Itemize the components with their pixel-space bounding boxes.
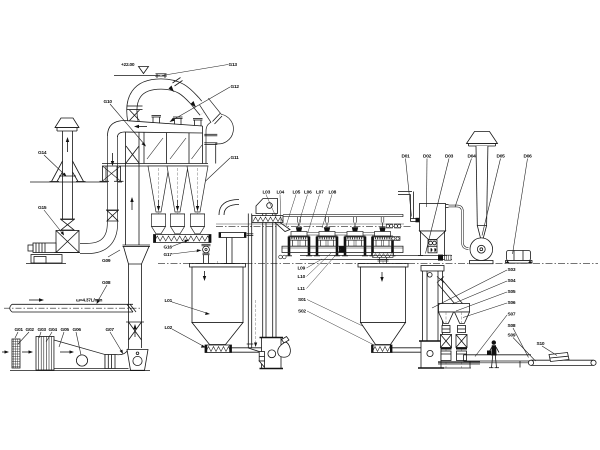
svg-text:L04: L04 — [277, 190, 285, 196]
svg-text:L02: L02 — [165, 325, 173, 331]
svg-text:G05: G05 — [61, 327, 70, 333]
svg-text:S03: S03 — [508, 267, 516, 273]
svg-text:D03: D03 — [445, 154, 454, 160]
svg-text:L03: L03 — [263, 190, 271, 196]
svg-text:L01: L01 — [165, 298, 173, 304]
svg-text:G11: G11 — [231, 155, 240, 161]
svg-text:S08: S08 — [508, 323, 516, 329]
svg-text:G10: G10 — [104, 99, 113, 105]
svg-text:G08: G08 — [102, 280, 111, 286]
svg-text:S02: S02 — [298, 309, 306, 315]
svg-text:L07: L07 — [316, 190, 324, 196]
svg-text:L06: L06 — [304, 190, 312, 196]
svg-text:L09: L09 — [298, 266, 306, 272]
svg-text:G16: G16 — [164, 244, 173, 250]
svg-text:+22.00: +22.00 — [121, 62, 135, 68]
svg-text:S01: S01 — [298, 297, 306, 303]
svg-text:D02: D02 — [423, 154, 432, 160]
svg-text:S05: S05 — [508, 289, 516, 295]
svg-text:D01: D01 — [402, 154, 411, 160]
svg-text:S09: S09 — [508, 333, 516, 339]
svg-text:G12: G12 — [231, 84, 240, 90]
svg-text:D05: D05 — [497, 154, 506, 160]
svg-text:L10: L10 — [298, 274, 306, 280]
svg-text:G04: G04 — [49, 327, 58, 333]
svg-text:S10: S10 — [537, 341, 545, 347]
svg-text:G02: G02 — [26, 327, 35, 333]
svg-text:G13: G13 — [229, 62, 238, 68]
svg-text:L11: L11 — [298, 286, 306, 292]
svg-text:L05: L05 — [293, 190, 301, 196]
svg-text:G09: G09 — [102, 258, 111, 264]
svg-text:L08: L08 — [329, 190, 337, 196]
svg-text:D06: D06 — [524, 154, 533, 160]
svg-text:S07: S07 — [508, 312, 516, 318]
svg-text:G17: G17 — [164, 252, 173, 258]
svg-text:G15: G15 — [38, 205, 47, 211]
svg-text:S04: S04 — [508, 278, 516, 284]
svg-text:G06: G06 — [73, 327, 82, 333]
svg-text:D04: D04 — [468, 154, 477, 160]
svg-text:G03: G03 — [38, 327, 47, 333]
svg-text:S06: S06 — [508, 300, 516, 306]
svg-text:G01: G01 — [15, 327, 24, 333]
svg-text:ω=4.37L/min: ω=4.37L/min — [76, 298, 103, 304]
svg-text:G07: G07 — [106, 327, 115, 333]
svg-text:G14: G14 — [38, 150, 47, 156]
